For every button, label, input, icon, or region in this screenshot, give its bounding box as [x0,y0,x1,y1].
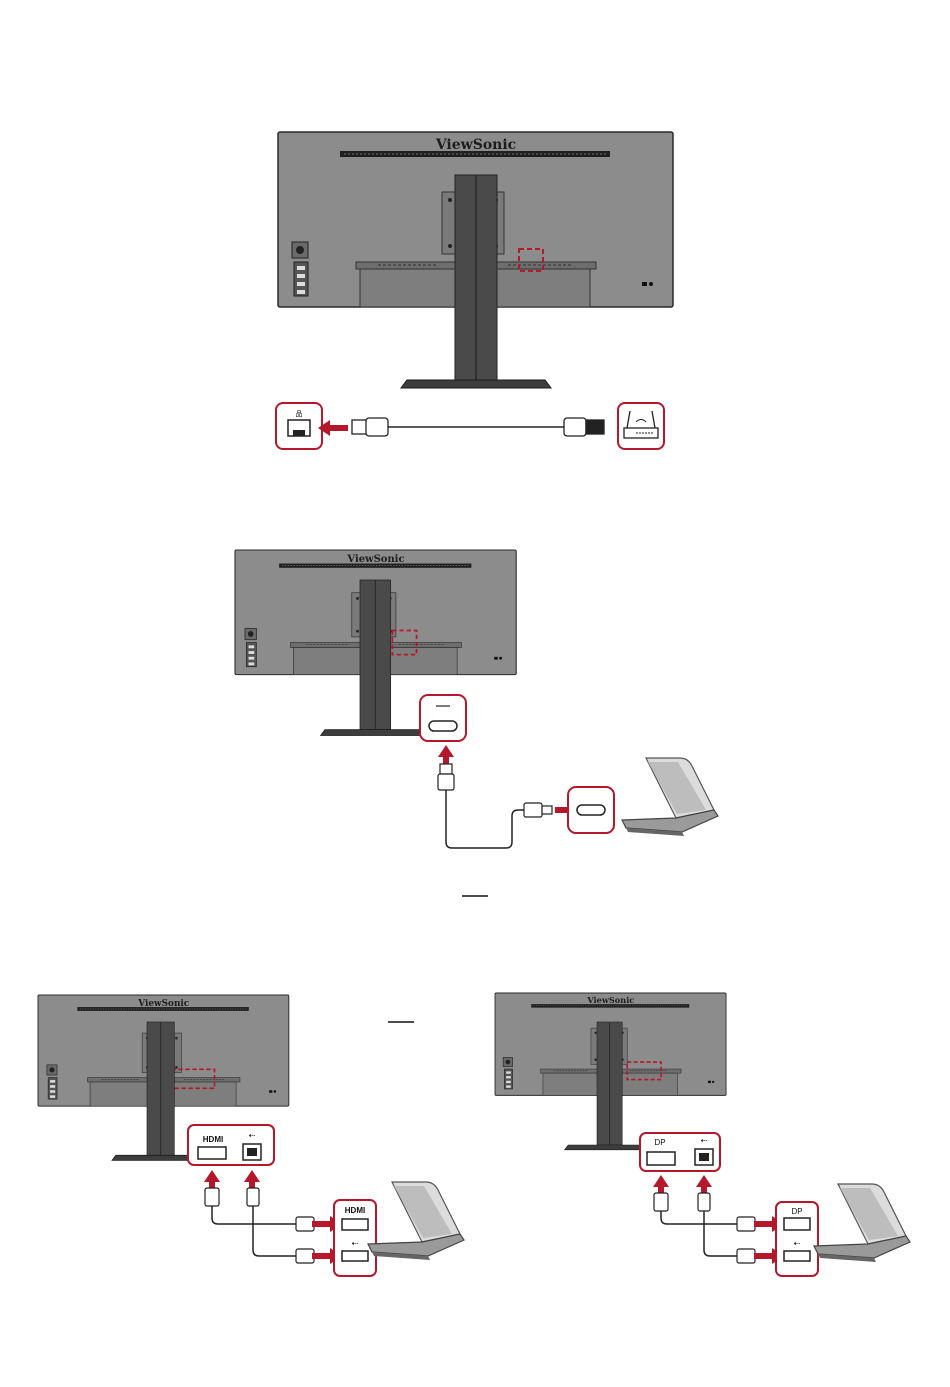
brand-label-4: ViewSonic [586,995,634,1005]
svg-text:⇠: ⇠ [249,1131,256,1140]
hdmi-usb-connection-diagram: ViewSonic HDMI ⇠ HDMI ⇠ [38,995,464,1276]
laptop-icon [814,1184,910,1262]
laptop-icon [368,1182,464,1260]
svg-text:⇠: ⇠ [352,1239,359,1248]
displayport-icon [647,1152,675,1165]
ethernet-port-icon: 品 [276,403,322,449]
hdmi-label-2: HDMI [345,1206,365,1215]
dp-usb-cables [654,1193,755,1263]
brand-label-1: ViewSonic [435,137,516,153]
hdmi-port-icon [342,1219,368,1230]
hdmi-port-icon [198,1147,226,1159]
laptop-icon [622,758,718,836]
displayport-icon [784,1218,810,1230]
dp-label-2: DP [791,1207,802,1216]
usb-a-port-icon [342,1251,368,1261]
usb-c-port-icon [420,695,466,741]
dp-usb-connection-diagram: ViewSonic DP ⇠ DP ⇠ [495,993,910,1276]
svg-text:⇠: ⇠ [701,1136,708,1145]
monitor-port-panel-1: HDMI ⇠ [188,1125,274,1165]
usb-a-port-icon [784,1251,810,1261]
dp-label-1: DP [654,1138,665,1147]
brand-label-3: ViewSonic [137,999,189,1009]
ethernet-cable [352,418,604,436]
hdmi-label-1: HDMI [203,1135,223,1144]
svg-text:⇠: ⇠ [794,1239,801,1248]
monitor-port-panel-2: DP ⇠ [640,1133,720,1171]
laptop-port-panel-1: HDMI ⇠ [334,1200,376,1276]
brand-label-2: ViewSonic [346,554,404,565]
usb-c-connection-diagram: ViewSonic [235,550,718,848]
router-icon [618,403,664,449]
usb-c-cable [438,764,552,848]
hdmi-usb-cables-1 [205,1188,314,1263]
svg-text:品: 品 [296,410,303,418]
usb-c-port-icon [568,787,614,833]
lan-connection-diagram: ViewSonic 品 [276,132,673,449]
laptop-port-panel-2: DP ⇠ [776,1202,818,1276]
